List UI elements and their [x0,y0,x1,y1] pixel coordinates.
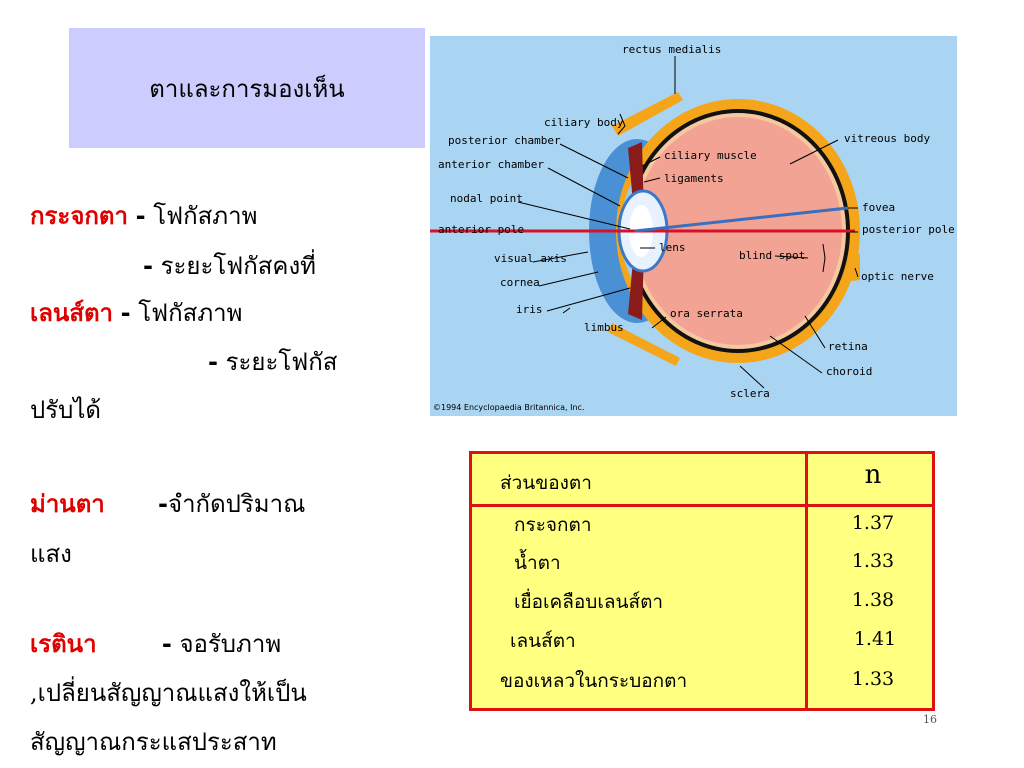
label-limbus: limbus [584,321,624,334]
label-ciliary-body: ciliary body [544,116,624,129]
table-row-2-part: น้ำตา [514,552,561,574]
leader-lines [517,56,859,389]
table-row-5-part: ของเหลวในกระบอกตา [500,670,688,692]
label-ligaments: ligaments [664,172,724,185]
note-lens-label: เลนส์ตา [30,298,114,327]
table-row-1-n: 1.37 [851,512,895,534]
refractive-index-table: ส่วนของตา n กระจกตา 1.37 น้ำตา 1.33 เยื่… [469,451,935,711]
label-retina: retina [828,340,868,353]
note-cornea-dash: - [135,202,146,230]
lower-muscle [608,323,680,366]
note-cornea-text: โฟกัสภาพ [145,202,258,230]
table-row-3-part: เยื่อเคลือบเลนส์ตา [514,591,664,613]
table-row-2-n: 1.33 [851,550,895,572]
note-lens-text: โฟกัสภาพ [130,299,243,327]
table-column-divider [805,454,808,708]
note-iris-2: แสง [30,540,72,568]
label-posterior-chamber: posterior chamber [448,134,561,147]
label-rectus-medialis: rectus medialis [622,43,721,56]
note-retina-2: ,เปลี่ยนสัญญาณแสงให้เป็น [30,679,307,707]
note-lens-dash: - [120,299,131,327]
note-cornea: กระจกตา - โฟกัสภาพ [30,196,257,235]
label-choroid: choroid [826,365,872,378]
table-row-5-n: 1.33 [851,668,895,690]
label-anterior-chamber: anterior chamber [438,158,544,171]
note-lens-3: ปรับได้ [30,396,102,424]
slide-title: ตาและการมองเห็น [149,74,345,103]
note-lens-2-text: ระยะโฟกัส [217,348,338,376]
note-iris-text: จำกัดปริมาณ [168,490,306,518]
page-number: 16 [923,713,937,726]
label-ora-serrata: ora serrata [670,307,743,320]
label-iris: iris [516,303,543,316]
table-header-n: n [864,460,882,490]
slide-title-box: ตาและการมองเห็น [69,28,425,148]
label-blind-spot: blind spot [739,249,805,262]
label-copyright: ©1994 Encyclopaedia Britannica, Inc. [433,403,584,412]
note-cornea-2-text: ระยะโฟกัสคงที่ [152,252,316,280]
note-retina-label: เรตินา [30,629,97,658]
table-header [472,454,932,507]
note-retina-dash: - [161,630,172,658]
note-retina-3: สัญญาณกระแสประสาท [30,728,277,756]
label-ciliary-muscle: ciliary muscle [664,149,757,162]
note-lens-2: - ระยะโฟกัส [208,342,337,381]
label-visual-axis: visual axis [494,252,567,265]
eye-diagram-svg: rectus medialis ciliary body posterior c… [430,36,957,416]
label-nodal-point: nodal point [450,192,523,205]
label-lens: lens [659,241,686,254]
label-fovea: fovea [862,201,895,214]
label-sclera: sclera [730,387,770,400]
note-cornea-2-dash: - [143,252,153,280]
label-anterior-pole: anterior pole [438,223,524,236]
table-row-4-part: เลนส์ตา [510,630,576,652]
label-optic-nerve: optic nerve [861,270,934,283]
note-retina: เรตินา - จอรับภาพ [30,624,281,663]
table-row-3-n: 1.38 [851,589,895,611]
table-row-1-part: กระจกตา [514,514,592,536]
label-posterior-pole: posterior pole [862,223,955,236]
table-row-4-n: 1.41 [853,628,897,650]
note-iris-label: ม่านตา [30,489,105,518]
label-cornea: cornea [500,276,540,289]
note-retina-text: จอรับภาพ [171,630,282,658]
note-lens-2-dash: - [208,348,218,376]
rectus-medialis-muscle [612,92,683,136]
note-cornea-2: - ระยะโฟกัสคงที่ [143,246,316,285]
table-header-part: ส่วนของตา [500,472,592,494]
note-cornea-label: กระจกตา [30,201,128,230]
eye-diagram: rectus medialis ciliary body posterior c… [430,36,957,416]
visual-axis-line [634,206,849,233]
note-iris-dash: - [158,490,169,518]
note-lens: เลนส์ตา - โฟกัสภาพ [30,293,242,332]
note-iris: ม่านตา -จำกัดปริมาณ [30,484,305,523]
label-vitreous-body: vitreous body [844,132,930,145]
